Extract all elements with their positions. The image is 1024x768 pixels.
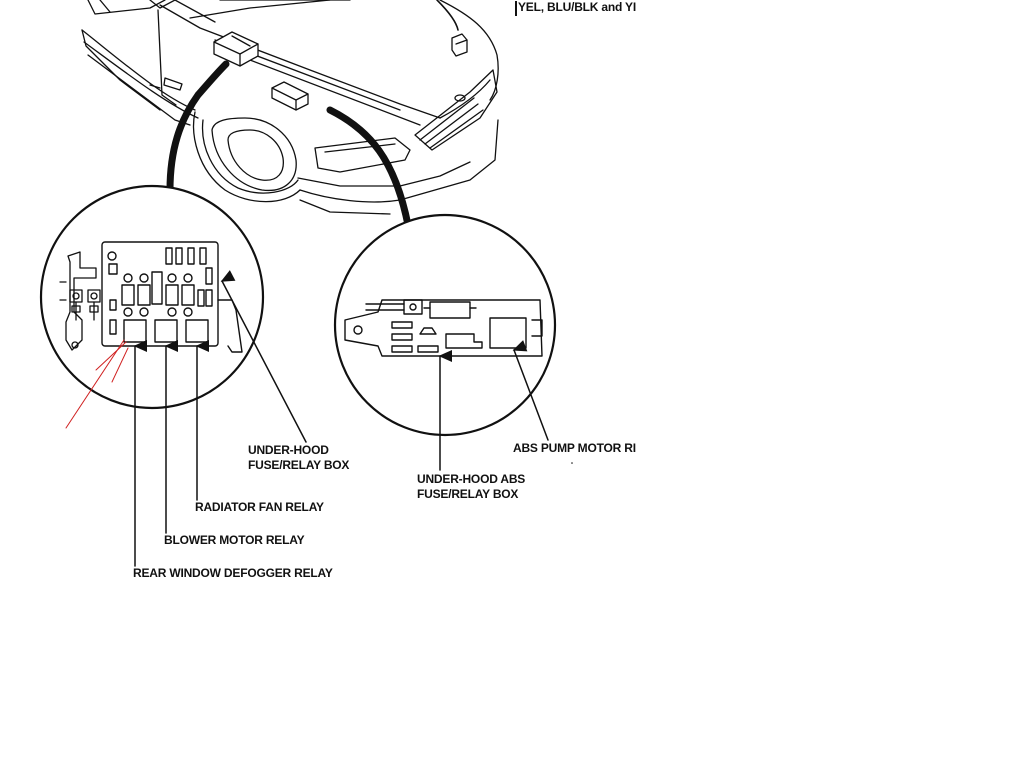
wire-colors-label: YEL, BLU/BLK and YI [515, 0, 636, 16]
blower-motor-relay-label: BLOWER MOTOR RELAY [164, 533, 305, 548]
abs-pump-motor-relay-text: ABS PUMP MOTOR RI [513, 441, 636, 455]
underhood-fuse-box-detail [39, 184, 265, 410]
abs-box-label-line-1: UNDER-HOOD ABS [417, 472, 526, 486]
rear-window-defogger-relay-label: REAR WINDOW DEFOGGER RELAY [133, 566, 333, 581]
underhood-abs-box-detail [333, 213, 557, 437]
radiator-fan-relay-label: RADIATOR FAN RELAY [195, 500, 324, 515]
radiator-fan-relay-text: RADIATOR FAN RELAY [195, 500, 324, 514]
blower-motor-relay-text: BLOWER MOTOR RELAY [164, 533, 305, 547]
fuse-box-on-car [213, 31, 259, 67]
rear-window-defogger-relay-text: REAR WINDOW DEFOGGER RELAY [133, 566, 333, 580]
underhood-label-line-1: UNDER-HOOD [248, 443, 329, 457]
abs-box-on-car [271, 81, 309, 111]
callout-band-right [326, 106, 412, 229]
abs-box-label-line-2: FUSE/RELAY BOX [417, 487, 519, 501]
relay-on-car [436, 0, 468, 57]
wire-colors-text: YEL, BLU/BLK and YI [518, 0, 636, 14]
red-annotation-lines [65, 339, 129, 429]
callout-band-left [166, 60, 230, 194]
underhood-abs-fuse-relay-box-label: UNDER-HOOD ABS FUSE/RELAY BOX [417, 472, 525, 502]
underhood-fuse-relay-box-label: UNDER-HOOD FUSE/RELAY BOX [248, 443, 349, 473]
abs-pump-motor-relay-label: ABS PUMP MOTOR RI [513, 441, 641, 456]
underhood-label-line-2: FUSE/RELAY BOX [248, 458, 350, 472]
leader-lines [133, 270, 549, 567]
